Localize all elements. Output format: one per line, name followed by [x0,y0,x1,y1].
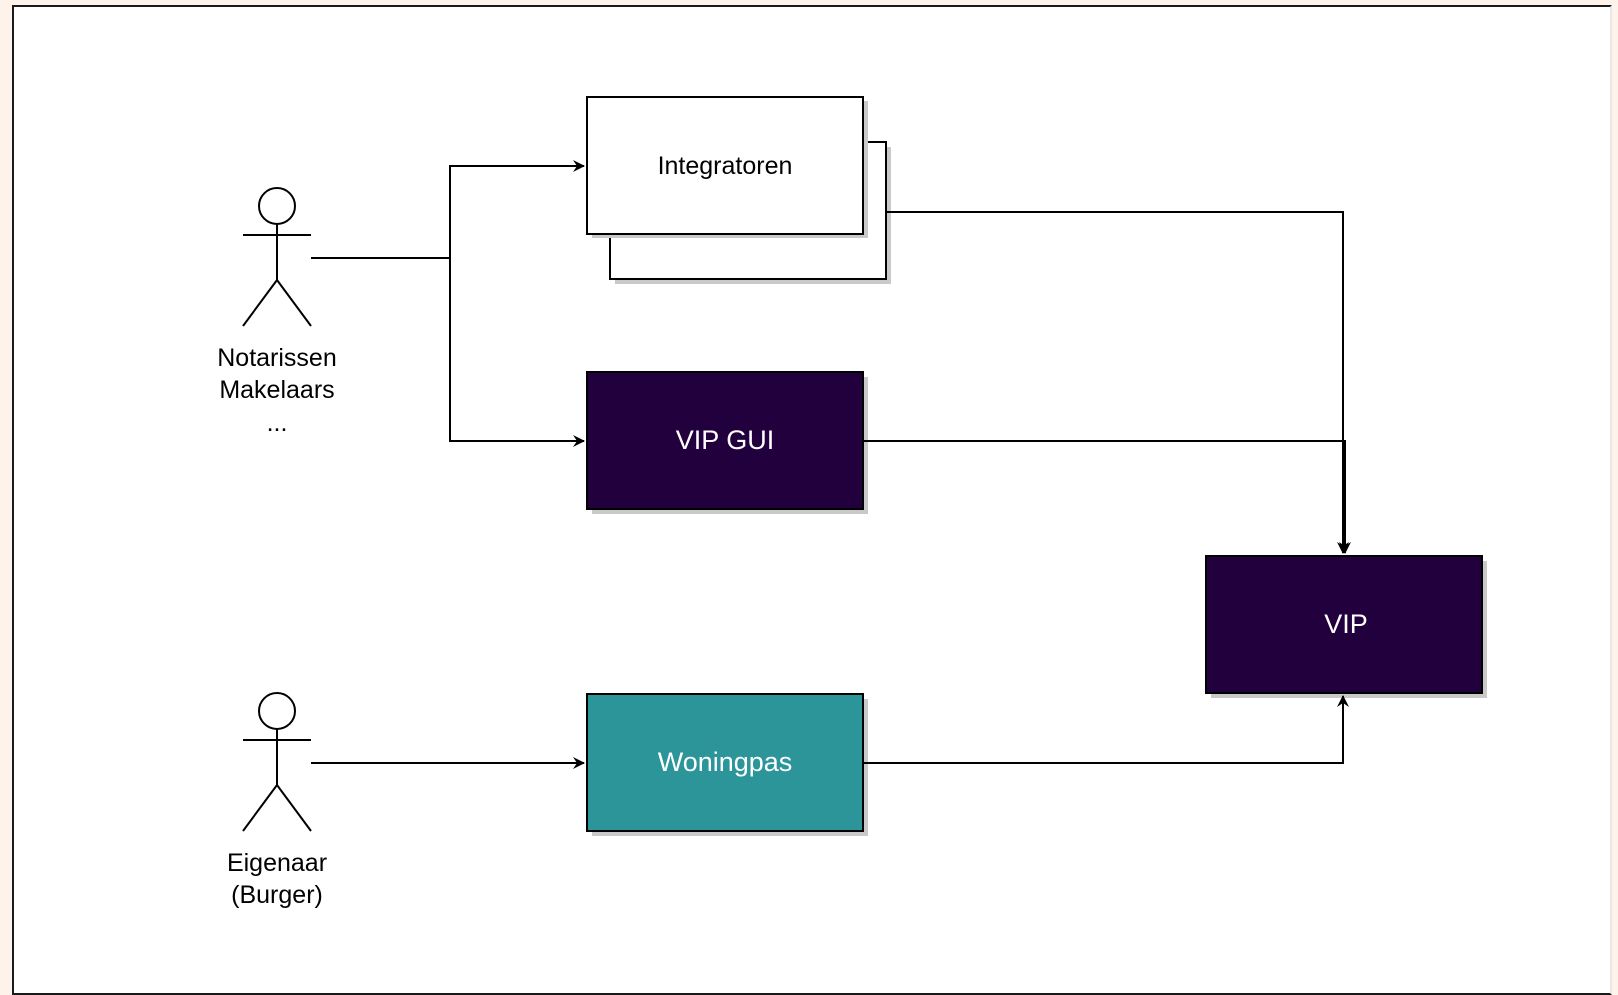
edge-integratoren-vip[interactable] [886,211,1349,554]
box-integratoren-label: Integratoren [658,152,793,180]
box-vip[interactable]: VIP [1205,555,1487,698]
actor-head [258,187,296,225]
edge-woningpas-vip[interactable] [863,695,1349,764]
edge-notarissen-vip-gui[interactable] [449,258,585,447]
box-body [586,693,864,832]
actor-leg-left [242,279,278,327]
actor-head [258,692,296,730]
actor-notarissen-line-2: Makelaars [219,376,334,404]
actor-leg-right [276,279,312,327]
box-vip-label: VIP [1324,609,1368,639]
actor-leg-left [242,784,278,832]
actor-notarissen[interactable] [242,187,312,327]
actor-notarissen-line-1: Notarissen [217,344,337,372]
box-vip-gui[interactable]: VIP GUI [586,371,868,514]
actor-eigenaar-line-2: (Burger) [231,881,323,909]
box-front-layer [586,96,864,235]
box-body [1205,555,1483,694]
edge-notarissen-integratoren[interactable] [311,160,585,259]
box-woningpas[interactable]: Woningpas [586,693,868,836]
edge-vip-gui-vip[interactable] [863,440,1351,554]
actor-leg-right [276,784,312,832]
box-integratoren[interactable]: Integratoren [586,96,891,284]
actor-notarissen-line-3: ... [267,409,288,437]
box-woningpas-label: Woningpas [658,747,793,777]
actor-eigenaar[interactable] [242,692,312,832]
box-body [586,371,864,510]
box-vip-gui-label: VIP GUI [676,425,775,455]
actor-eigenaar-line-1: Eigenaar [227,849,327,877]
